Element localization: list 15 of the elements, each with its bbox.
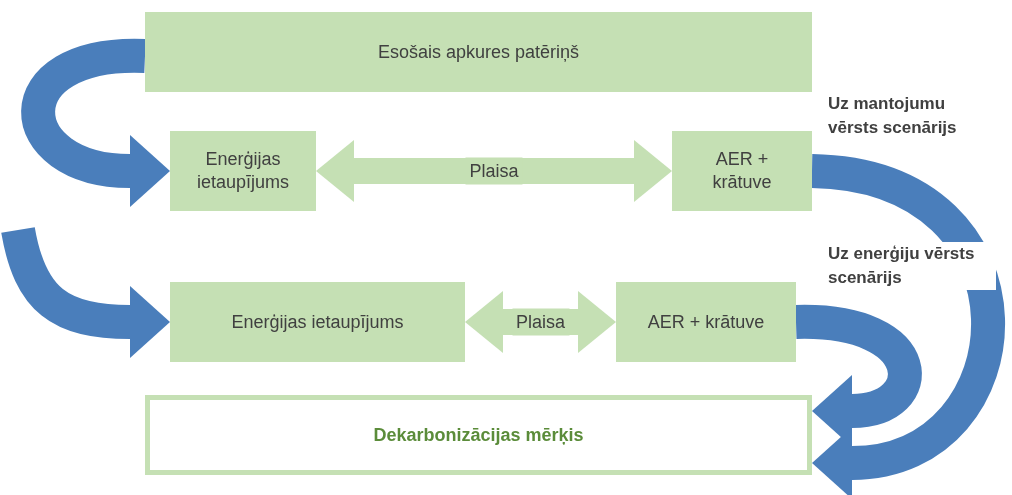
node-text: Esošais apkures patēriņš	[377, 40, 580, 64]
double-arrow	[316, 140, 672, 202]
process-box	[145, 12, 812, 92]
node-text: AER + krātuve	[647, 310, 765, 334]
goal-box	[145, 395, 812, 475]
process-box	[170, 131, 316, 211]
process-box	[616, 282, 796, 362]
node-text: Enerģijas ietaupījums	[231, 310, 404, 334]
process-box	[672, 131, 812, 211]
process-box	[170, 282, 465, 362]
node-text: AER + krātuve	[711, 147, 773, 194]
node-text: Enerģijas ietaupījums	[195, 147, 291, 194]
node-text: Dekarbonizācijas mērķis	[373, 423, 584, 447]
curved-arrow	[1, 226, 170, 358]
scenario-label: Uz enerģiju vērsts scenārijs	[828, 242, 996, 290]
